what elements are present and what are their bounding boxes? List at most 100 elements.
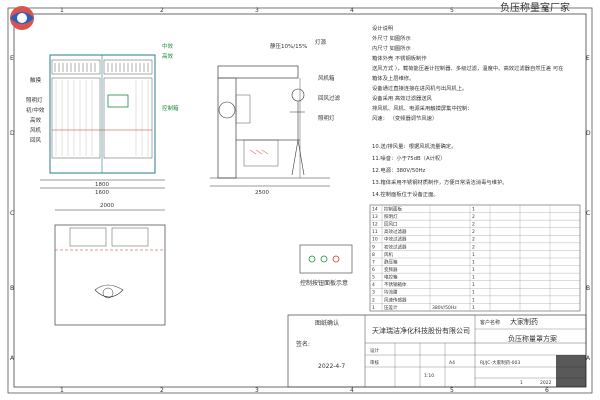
table-cell: 1 — [472, 259, 475, 265]
front-view — [40, 54, 165, 189]
table-cell: 电控箱 — [384, 274, 398, 281]
table-cell: 8 — [372, 252, 375, 258]
page-number: 1 — [520, 380, 523, 386]
scale-value: 1:10 — [424, 373, 434, 379]
side-label-light: 照明灯 — [318, 114, 335, 122]
table-cell: 初效过滤器 — [384, 243, 407, 250]
col-5: 5 — [450, 7, 454, 14]
plan-view — [54, 209, 166, 326]
note-5: 箱体及上层维修。 — [372, 74, 414, 82]
col-5b: 5 — [450, 387, 454, 394]
col-3b: 3 — [255, 387, 259, 394]
row-D: D — [10, 130, 15, 137]
table-cell: 4 — [372, 282, 375, 288]
outer-frame — [7, 7, 593, 394]
side-view — [210, 65, 330, 187]
table-cell: 1 — [472, 252, 475, 258]
table-cell: 13 — [372, 214, 378, 220]
row-A-r: A — [586, 355, 591, 362]
title-block — [287, 314, 587, 388]
table-cell: 7 — [372, 259, 375, 265]
table-cell: 控制面板 — [384, 205, 402, 212]
col-1: 1 — [60, 7, 64, 14]
label-top-mid: 中效 — [162, 42, 174, 50]
col-2b: 2 — [160, 387, 164, 394]
table-cell: 不锈钢箱体 — [384, 281, 407, 288]
table-cell: 静压箱 — [384, 258, 398, 265]
table-cell: 1 — [472, 305, 475, 311]
row-E-r: E — [586, 55, 590, 62]
client-name: 大家制药 — [510, 317, 538, 326]
company-logo — [10, 6, 34, 30]
signature-label: 签名: — [296, 340, 310, 348]
column-markers: 1 2 3 4 5 6 1 2 3 4 5 6 E D C B A E D C … — [10, 7, 591, 394]
table-cell: 1 — [472, 267, 475, 273]
dim-side-depth: 2500 — [255, 190, 269, 196]
confirm-date: 2022-4-7 — [318, 363, 345, 370]
table-cell: 10 — [372, 237, 378, 243]
label-top-hi: 高效 — [162, 52, 174, 60]
qr-code-icon — [556, 355, 586, 387]
note-9: 风速： （变频器调节风速） — [372, 114, 437, 122]
side-label-return-filter: 回风过滤 — [318, 94, 341, 102]
col-6: 6 — [545, 7, 549, 14]
label-control-box: 控制箱 — [162, 104, 179, 112]
dim-plan-width: 2000 — [100, 203, 114, 209]
col-4: 4 — [350, 7, 354, 14]
control-panel-diagram — [299, 244, 353, 274]
table-cell: 回风口 — [384, 222, 398, 228]
col-1b: 1 — [60, 387, 64, 394]
note-14: 14.控制面板位于设备正面。 — [372, 190, 439, 198]
row-C-r: C — [586, 210, 590, 217]
table-cell: 中效过滤器 — [384, 236, 407, 243]
note-8: 排风机、风机、电源采用触摸屏集中控制： — [372, 104, 473, 112]
company-name: 天津瑞洁净化科技股份有限公司 — [372, 326, 470, 335]
row-D-r: D — [586, 130, 591, 137]
row-C: C — [10, 210, 14, 217]
design-notes: 设计说明 外尺寸 如图所示 内尺寸 如图所示 箱体外壳 不锈钢板制作 送风方式 … — [372, 24, 563, 198]
table-cell: 2 — [372, 297, 375, 303]
table-cell: 照明灯 — [384, 213, 398, 220]
table-cell: 高效过滤器 — [384, 228, 407, 235]
table-cell: 2 — [472, 229, 475, 235]
dim-front-width2: 1600 — [95, 190, 109, 196]
approve-label: 审核 — [370, 359, 379, 366]
table-cell: 2 — [472, 237, 475, 243]
table-cell: 2 — [472, 244, 475, 250]
table-cell: 压差计 — [384, 304, 398, 311]
table-cell: 6 — [372, 267, 375, 273]
table-cell: 1 — [472, 206, 475, 212]
table-cell: 1 — [472, 282, 475, 288]
table-cell: 5 — [372, 275, 375, 281]
note-0: 设计说明 — [372, 24, 393, 32]
drawing-date: 2022 — [540, 380, 552, 386]
note-3: 箱体外壳 不锈钢板制作 — [372, 54, 427, 62]
label-filter-hi: 高效 — [30, 116, 42, 124]
drawing-number: RJ/JC-大家制药-003 — [480, 359, 520, 366]
table-cell: 1 — [472, 275, 475, 281]
note-2: 内尺寸 如图所示 — [372, 44, 411, 52]
side-label-lamp: 灯源 — [315, 38, 327, 46]
table-cell: 14 — [372, 206, 378, 212]
row-B-r: B — [586, 285, 590, 292]
col-4b: 4 — [350, 387, 354, 394]
note-7: 设备采用 高效过滤器送风 — [372, 94, 433, 102]
drawing-confirm-label: 图纸确认 — [315, 319, 339, 327]
label-fan: 风机 — [30, 126, 42, 134]
note-6: 设备通过直接连接在进风机与出风机上。 — [372, 84, 467, 92]
col-2: 2 — [160, 7, 164, 14]
label-touch: 触摸 — [30, 76, 42, 84]
client-label: 客户名称 — [480, 319, 500, 326]
design-label: 设计 — [370, 347, 379, 354]
row-A: A — [10, 355, 15, 362]
table-cell: 均流膜 — [384, 289, 398, 296]
table-cell: 1 — [472, 290, 475, 296]
table-cell: 风速传感器 — [384, 296, 407, 303]
col-6b: 6 — [545, 387, 549, 394]
side-label-fan-box: 风机箱 — [318, 74, 335, 82]
note-12: 12.电源：380V/50Hz — [372, 166, 426, 174]
table-cell: 变频器 — [384, 266, 398, 273]
note-13: 13.箱体采用不锈钢材质制作，方便日常清洁消毒与维护。 — [372, 178, 508, 186]
row-B: B — [10, 285, 14, 292]
